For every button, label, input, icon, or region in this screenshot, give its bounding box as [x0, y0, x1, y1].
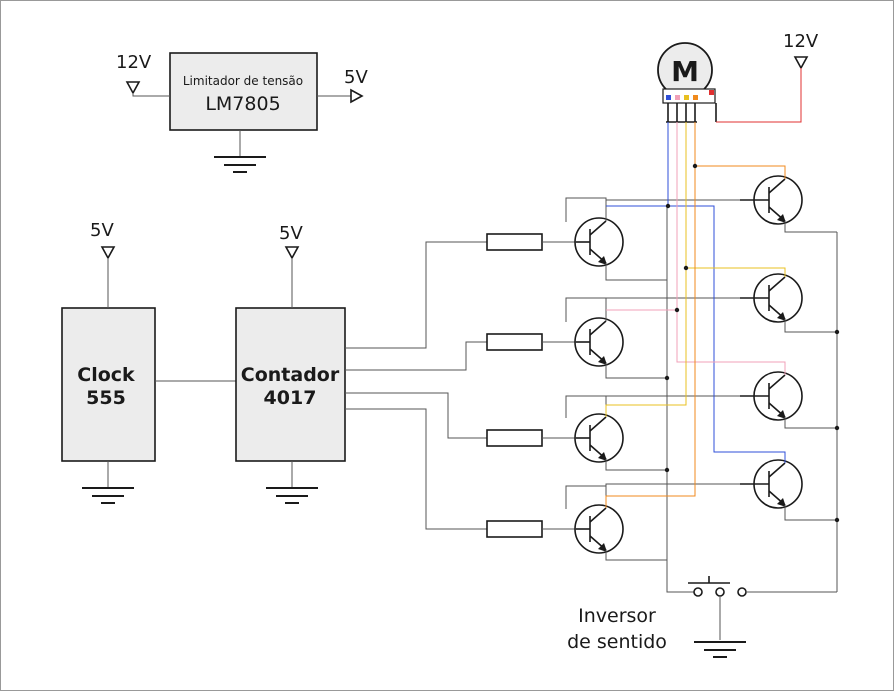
motor-symbol: M: [671, 55, 699, 88]
clock-555: Clock 555 5V: [61, 220, 156, 504]
transistor-icon: [574, 504, 624, 554]
counter-box: [235, 307, 346, 462]
motor-supply-wire-red: [716, 68, 802, 123]
direction-switch: Inversor de sentido: [567, 560, 837, 658]
ground-icon: [214, 156, 266, 173]
clock-supply-label: 5V: [90, 220, 114, 241]
resistor-1: [486, 233, 543, 251]
regulator-input-wire: [132, 93, 170, 97]
supply-arrow-icon: [793, 56, 809, 70]
clock-part: 555: [86, 387, 126, 409]
supply-arrow-icon: [284, 246, 300, 260]
voltage-regulator: Limitador de tensão LM7805 12V 5V: [116, 52, 368, 173]
ground-icon: [82, 487, 134, 504]
regulator-input-label: 12V: [116, 52, 152, 73]
supply-arrow-icon: [125, 81, 141, 95]
stepper-motor: M 12V: [657, 31, 819, 123]
resistor-3: [486, 429, 543, 447]
transistor-icon: [574, 217, 624, 267]
motor-supply-label: 12V: [783, 31, 819, 52]
coil-wires: [605, 122, 786, 508]
switch-label-line2: de sentido: [567, 631, 667, 653]
clock-label: Clock: [77, 364, 135, 386]
output-arrow-icon: [350, 88, 364, 104]
counter-part: 4017: [264, 387, 317, 409]
left-emitter-bus: [605, 205, 670, 592]
regulator-part: LM7805: [205, 93, 280, 115]
counter-supply-label: 5V: [279, 223, 303, 244]
transistor-icon: [574, 413, 624, 463]
ground-icon: [694, 641, 746, 658]
supply-arrow-icon: [100, 246, 116, 260]
transistor-icon: [740, 175, 803, 225]
resistor-4: [486, 520, 543, 538]
transistor-icon: [574, 317, 624, 367]
regulator-caption: Limitador de tensão: [183, 74, 303, 88]
counter-4017: Contador 4017 5V: [235, 223, 346, 504]
regulator-box: [169, 52, 318, 131]
counter-output-wires: [345, 241, 487, 530]
left-transistors: [574, 217, 624, 554]
switch-label-line1: Inversor: [578, 605, 656, 627]
right-transistors: [740, 175, 803, 509]
resistors: [486, 233, 576, 538]
transistor-icon: [740, 371, 803, 421]
resistor-2: [486, 333, 543, 351]
regulator-output-label: 5V: [344, 67, 368, 88]
transistor-icon: [740, 273, 803, 323]
transistor-icon: [740, 459, 803, 509]
ground-icon: [266, 487, 318, 504]
right-emitter-bus: [784, 221, 840, 592]
counter-label: Contador: [241, 364, 340, 386]
